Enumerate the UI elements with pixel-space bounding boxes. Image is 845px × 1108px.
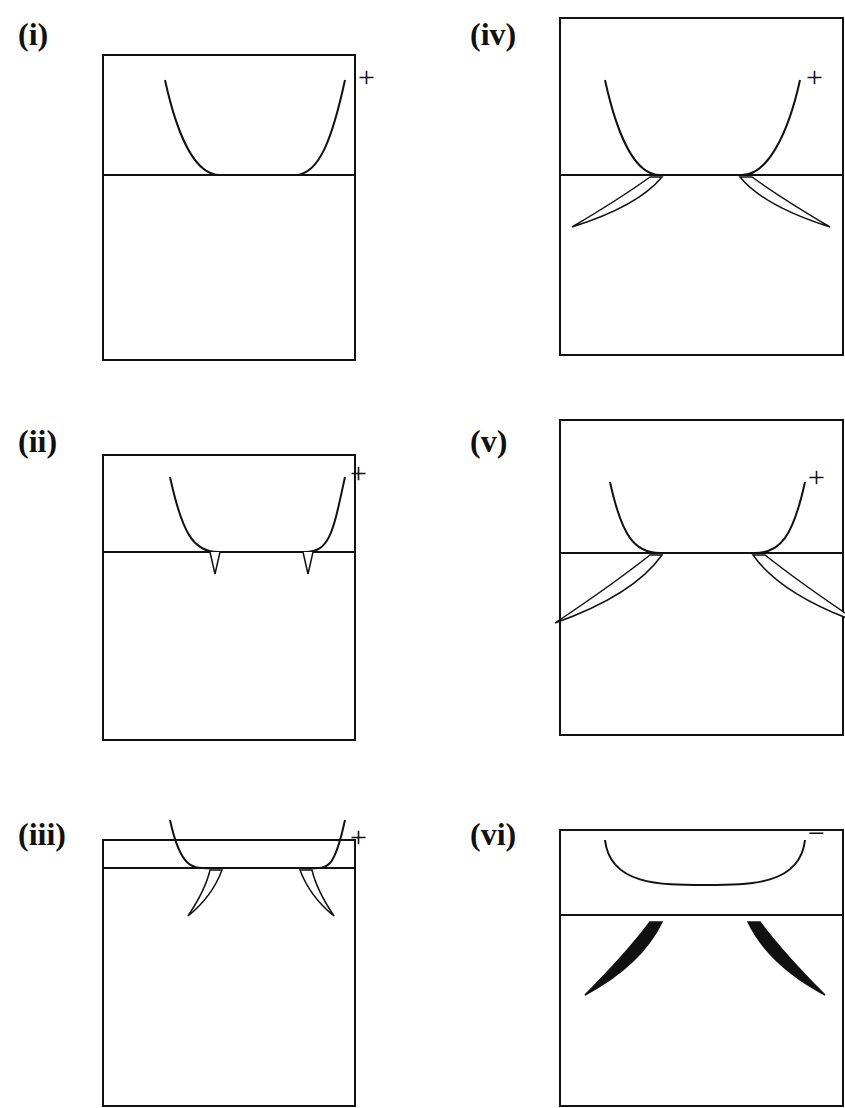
cone-crack <box>555 555 662 623</box>
surface-line <box>560 914 843 916</box>
contact-curve <box>170 477 345 552</box>
cone-crack <box>572 177 662 227</box>
sign-label: + <box>350 458 367 488</box>
cone-crack <box>585 922 662 995</box>
cone-crack <box>748 922 825 995</box>
sign-label: + <box>806 62 823 92</box>
test-panel <box>560 830 843 1106</box>
sign-label: + <box>358 62 375 92</box>
test-panel <box>560 18 843 355</box>
ring-crack <box>210 552 220 574</box>
test-panel <box>103 455 355 740</box>
contact-curve <box>165 80 345 175</box>
contact-curve <box>605 80 800 175</box>
panel-frame <box>103 455 355 740</box>
sign-label: + <box>808 462 825 492</box>
cone-crack <box>188 870 222 916</box>
cone-crack <box>740 177 830 227</box>
contact-curve <box>170 820 345 868</box>
test-panel <box>555 420 845 735</box>
cone-crack <box>753 555 845 623</box>
panel-frame <box>103 55 355 360</box>
test-panel <box>103 55 355 360</box>
panel-label: (iv) <box>470 18 516 50</box>
panel-frame <box>103 840 355 1106</box>
contact-curve <box>605 840 805 885</box>
panel-label: (i) <box>18 18 48 50</box>
sign-label: − <box>808 818 825 848</box>
panel-frame <box>560 830 843 1106</box>
ring-crack <box>303 552 313 574</box>
test-panel <box>103 820 355 1106</box>
panel-frame <box>560 18 843 355</box>
panel-label: (ii) <box>18 425 57 457</box>
panel-frame <box>560 420 843 735</box>
contact-curve <box>610 482 805 553</box>
panel-label: (iii) <box>18 818 66 850</box>
panel-label: (v) <box>470 425 507 457</box>
sign-label: + <box>350 822 367 852</box>
cone-crack <box>300 870 334 916</box>
panel-label: (vi) <box>470 818 516 850</box>
